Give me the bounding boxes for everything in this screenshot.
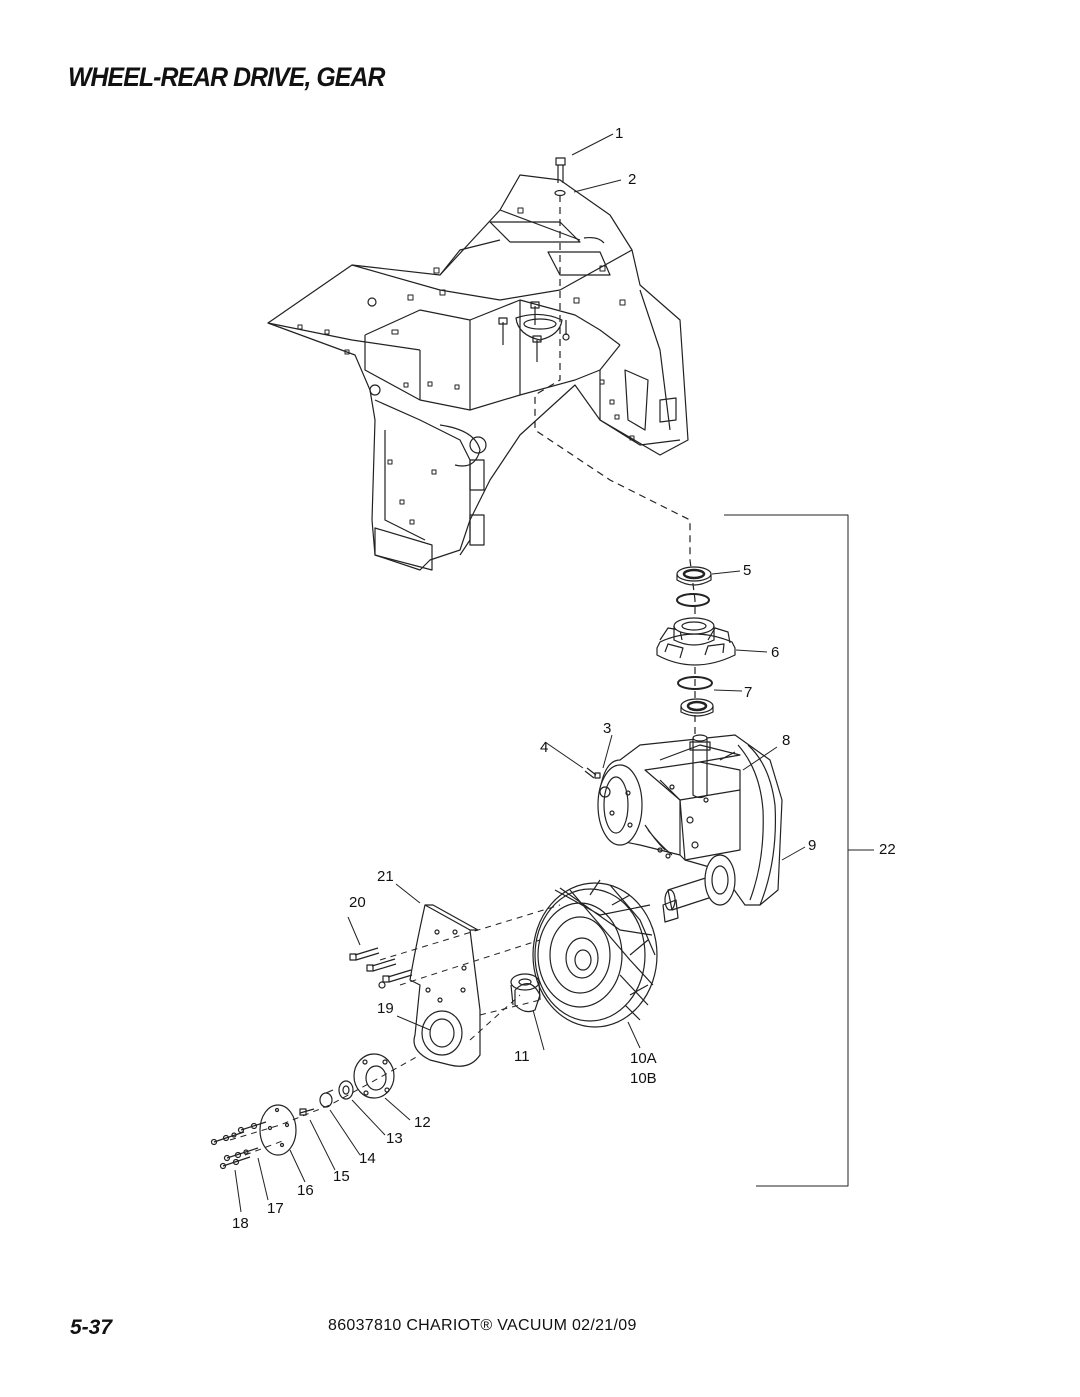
gear-motor (597, 734, 783, 923)
callout-7: 7 (744, 684, 752, 701)
drive-hub (656, 617, 736, 666)
upper-bearing (676, 566, 712, 586)
leader-lines (234, 133, 806, 1213)
frame-holes (297, 207, 635, 525)
lower-snap-ring (677, 676, 713, 690)
document-info: 86037810 CHARIOT® VACUUM 02/21/09 (328, 1317, 637, 1334)
callout-5: 5 (743, 562, 751, 579)
callout-labels: 1 2 3 4 5 6 7 8 9 22 21 20 19 11 10A 10B… (232, 125, 896, 1232)
cover-screws (210, 1108, 315, 1170)
callout-13: 13 (386, 1130, 403, 1147)
callout-17: 17 (267, 1200, 284, 1217)
assembly-centerline (534, 195, 696, 740)
callout-1: 1 (615, 125, 623, 142)
callout-9: 9 (808, 837, 816, 854)
callout-18: 18 (232, 1215, 249, 1232)
page-number: 5-37 (70, 1316, 113, 1339)
page-title: WHEEL-REAR DRIVE, GEAR (68, 62, 385, 92)
callout-10b: 10B (630, 1070, 657, 1087)
callout-21: 21 (377, 868, 394, 885)
assembly-bracket (724, 514, 874, 1187)
plate-bolts (349, 947, 413, 989)
callout-4: 4 (540, 739, 548, 756)
chassis-frame (267, 174, 689, 571)
seal-washers (319, 1080, 354, 1108)
frame-bolts (498, 301, 570, 362)
callout-16: 16 (297, 1182, 314, 1199)
callout-11: 11 (514, 1048, 530, 1065)
callout-10a: 10A (630, 1050, 657, 1067)
wheel-spacer (510, 973, 541, 1013)
drive-wheel (532, 879, 658, 1028)
callout-12: 12 (414, 1114, 431, 1131)
retainer-plate (353, 1053, 395, 1099)
lower-assembly-dashes (229, 904, 561, 1156)
callout-15: 15 (333, 1168, 350, 1185)
callout-22: 22 (879, 841, 896, 858)
bearing-plate (409, 904, 481, 1067)
end-cover (259, 1104, 297, 1156)
callout-6: 6 (771, 644, 779, 661)
lower-bearing (680, 698, 714, 717)
upper-snap-ring (676, 593, 710, 607)
motor-screw (584, 767, 601, 779)
callout-3: 3 (603, 720, 611, 737)
bolt-and-washer (554, 157, 566, 197)
callout-2: 2 (628, 171, 636, 188)
callout-19: 19 (377, 1000, 394, 1017)
callout-20: 20 (349, 894, 366, 911)
callout-14: 14 (359, 1150, 376, 1167)
callout-8: 8 (782, 732, 790, 749)
